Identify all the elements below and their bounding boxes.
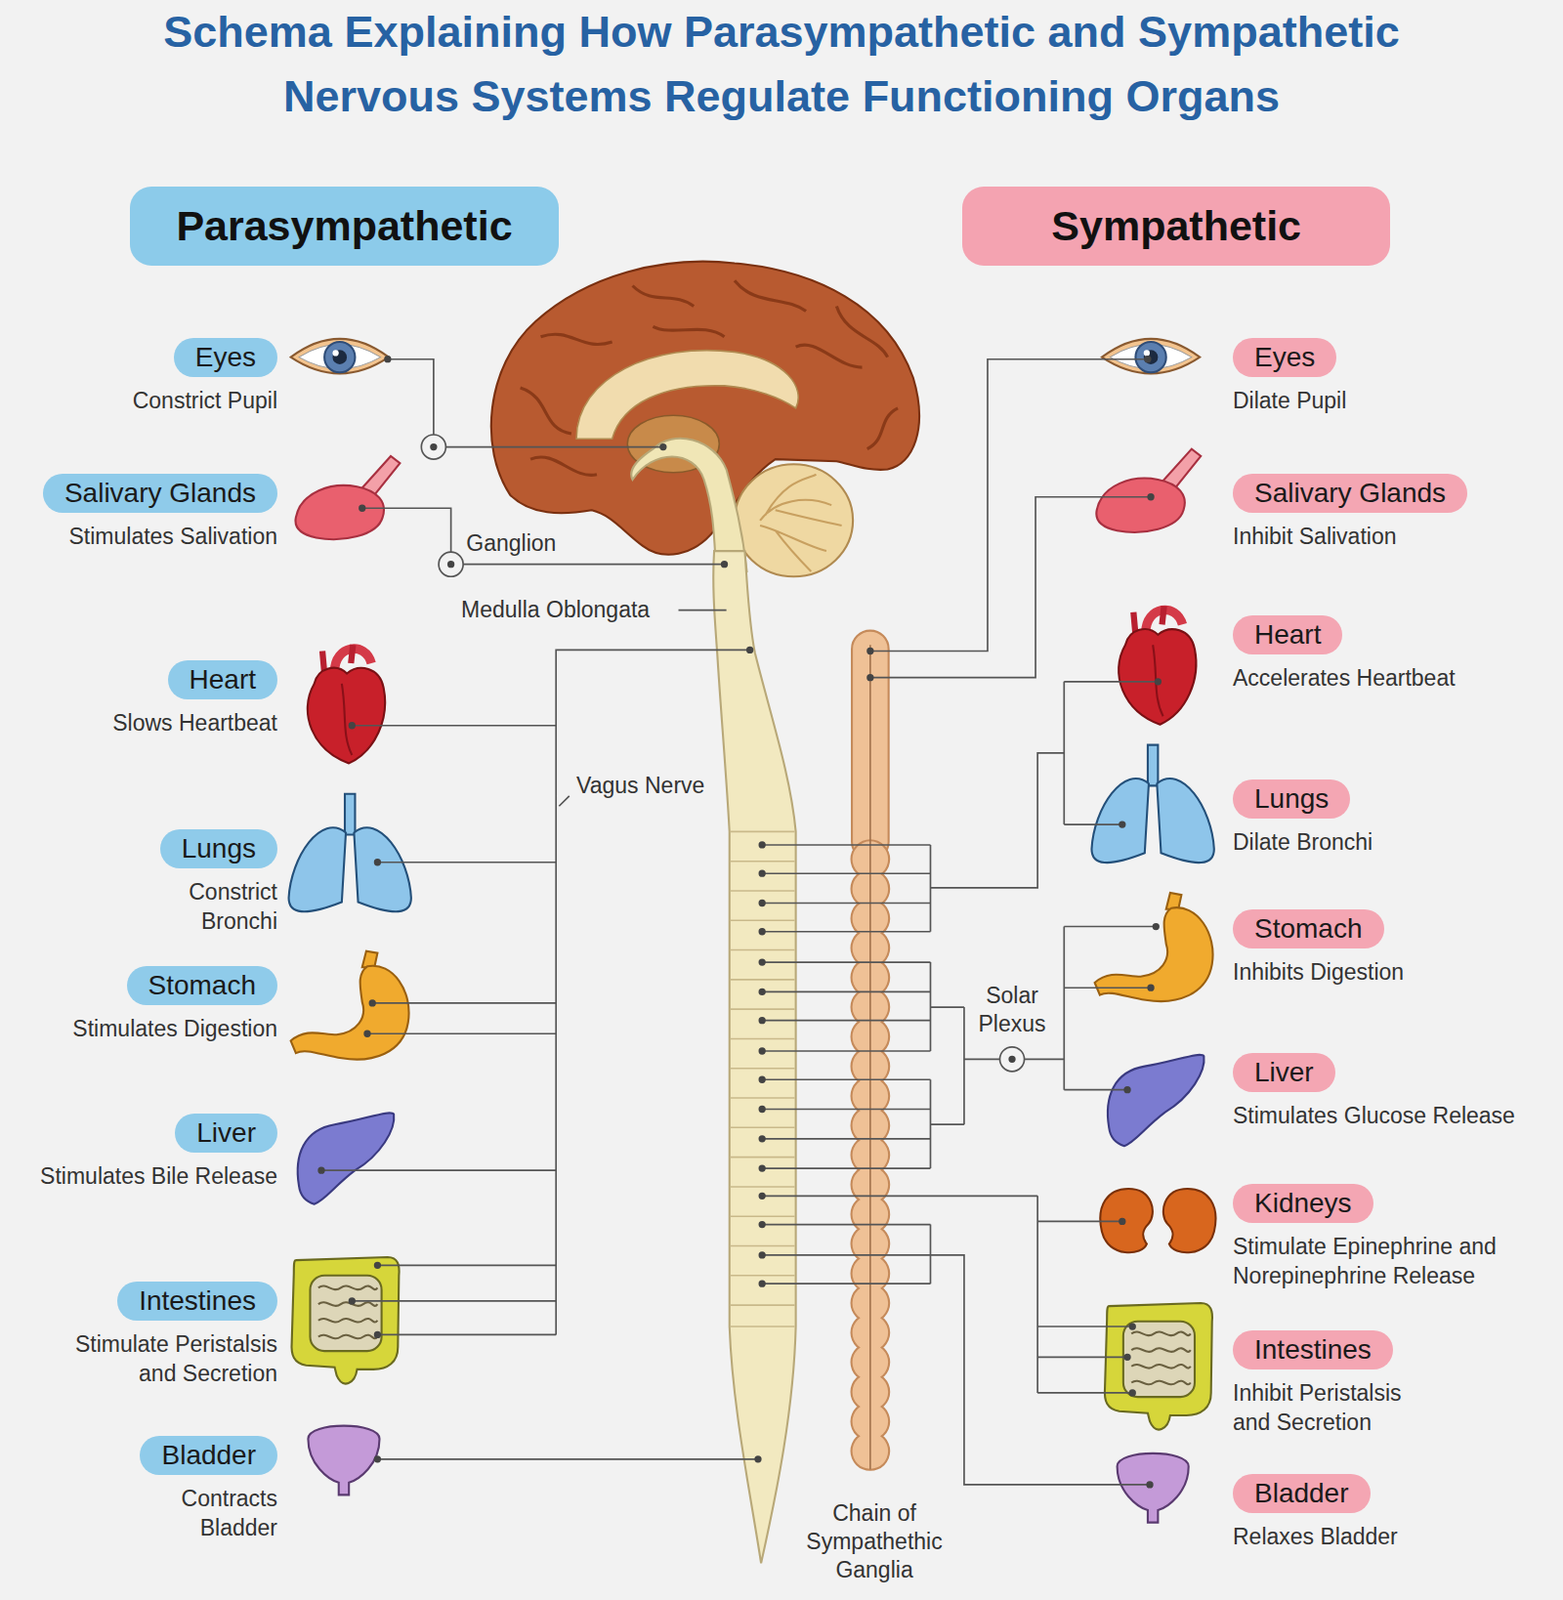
organ-effect: Slows Heartbeat — [3, 708, 278, 738]
organ-node: StomachInhibits Digestion — [1232, 909, 1560, 987]
organ-pill: Liver — [1232, 1053, 1336, 1093]
sympathetic-chain-core — [869, 644, 872, 1470]
header-text: Parasympathetic — [175, 201, 512, 251]
organ-pill: Salivary Glands — [42, 473, 278, 513]
organ-pill: Intestines — [1232, 1330, 1394, 1370]
gland-icon — [1096, 449, 1201, 533]
system-header: Parasympathetic — [129, 186, 560, 265]
organ-effect: Inhibit Salivation — [1232, 521, 1560, 551]
organ-effect: Stimulates Glucose Release — [1232, 1100, 1560, 1131]
brain-gyri — [520, 280, 898, 475]
organ-node: HeartAccelerates Heartbeat — [1232, 615, 1560, 693]
lungs-icon — [289, 794, 412, 913]
organ-node: LiverStimulates Bile Release — [3, 1113, 278, 1191]
organ-pill: Bladder — [139, 1436, 278, 1476]
organ-effect: Dilate Pupil — [1232, 385, 1560, 416]
organ-node: IntestinesInhibit Peristalsis and Secret… — [1232, 1330, 1560, 1437]
part-label: Vagus Nerve — [573, 771, 708, 801]
heart-icon — [1118, 606, 1196, 725]
wire-dots — [321, 359, 1158, 1485]
organ-pill: Heart — [1232, 615, 1343, 655]
cerebellum — [734, 464, 853, 577]
organ-node: BladderContracts Bladder — [3, 1436, 278, 1543]
intestines-icon — [1104, 1303, 1213, 1431]
lungs-icon — [1091, 745, 1214, 864]
organ-pill: Bladder — [1232, 1474, 1371, 1514]
gland-icon — [295, 456, 401, 540]
organ-pill: Eyes — [1232, 337, 1337, 378]
organ-pill: Kidneys — [1232, 1183, 1374, 1224]
organ-effect: Constrict Pupil — [3, 385, 278, 416]
part-label: Ganglion — [463, 529, 559, 558]
organ-pill: Lungs — [1232, 779, 1351, 819]
intestines-icon — [292, 1257, 400, 1385]
organ-node: EyesDilate Pupil — [1232, 337, 1560, 416]
organ-pill: Stomach — [126, 966, 279, 1006]
organ-effect: Stimulates Bile Release — [3, 1161, 278, 1191]
organ-node: LiverStimulates Glucose Release — [1232, 1053, 1560, 1131]
organ-node: Salivary GlandsInhibit Salivation — [1232, 473, 1560, 551]
organ-pill: Lungs — [160, 829, 278, 869]
organ-node: BladderRelaxes Bladder — [1232, 1474, 1560, 1552]
organ-node: LungsDilate Bronchi — [1232, 779, 1560, 857]
organ-pill: Eyes — [173, 337, 278, 378]
diagram-title: Schema Explaining How Parasympathetic an… — [9, 0, 1554, 129]
cerebellum-folia — [760, 474, 843, 572]
organ-effect: Stimulate Peristalsis and Secretion — [42, 1329, 278, 1389]
organ-effect: Inhibits Digestion — [1232, 957, 1560, 987]
stomach-icon — [1095, 892, 1214, 1002]
organ-node: IntestinesStimulate Peristalsis and Secr… — [3, 1281, 278, 1389]
stomach-icon — [291, 951, 410, 1060]
sympathetic-wires — [761, 359, 1158, 1485]
organ-effect: Relaxes Bladder — [1232, 1521, 1560, 1552]
spinal-cord — [713, 550, 796, 1563]
organ-effect: Contracts Bladder — [140, 1483, 278, 1543]
organ-node: Salivary GlandsStimulates Salivation — [3, 473, 278, 551]
organ-node: LungsConstrict Bronchi — [3, 829, 278, 936]
organ-pill: Liver — [174, 1113, 278, 1153]
eye-icon — [1101, 338, 1200, 375]
organ-node: KidneysStimulate Epinephrine and Norepin… — [1232, 1183, 1560, 1291]
organ-pill: Intestines — [117, 1281, 278, 1321]
organ-node: StomachStimulates Digestion — [3, 966, 278, 1044]
cerebrum — [491, 261, 920, 555]
organ-pill: Salivary Glands — [1232, 473, 1468, 513]
system-header: Sympathetic — [962, 186, 1392, 265]
liver-icon — [1107, 1055, 1205, 1146]
organ-effect: Dilate Bronchi — [1232, 827, 1560, 857]
heart-icon — [307, 644, 385, 763]
kidney-icon — [1163, 1188, 1217, 1253]
bladder-icon — [307, 1426, 380, 1496]
organ-effect: Stimulates Digestion — [3, 1013, 278, 1044]
part-label: Medulla Oblongata — [458, 595, 653, 625]
header-text: Sympathetic — [1051, 201, 1302, 251]
bladder-icon — [1117, 1453, 1189, 1523]
part-label: Chain of Sympathethic Ganglia — [796, 1499, 953, 1585]
organ-effect: Accelerates Heartbeat — [1232, 663, 1560, 693]
organ-effect: Constrict Bronchi — [140, 877, 278, 936]
eye-icon — [291, 338, 389, 375]
liver-icon — [297, 1112, 395, 1204]
organ-node: HeartSlows Heartbeat — [3, 660, 278, 738]
part-label: Solar Plexus — [969, 981, 1056, 1039]
organ-pill: Stomach — [1232, 909, 1385, 949]
organ-effect: Inhibit Peristalsis and Secretion — [1232, 1378, 1429, 1437]
organ-node: EyesConstrict Pupil — [3, 337, 278, 416]
organ-effect: Stimulates Salivation — [3, 521, 278, 551]
parasympathetic-wires — [321, 359, 759, 1460]
organ-pill: Heart — [168, 660, 278, 700]
kidney-icon — [1163, 1188, 1217, 1253]
organ-effect: Stimulate Epinephrine and Norepinephrine… — [1232, 1231, 1526, 1291]
